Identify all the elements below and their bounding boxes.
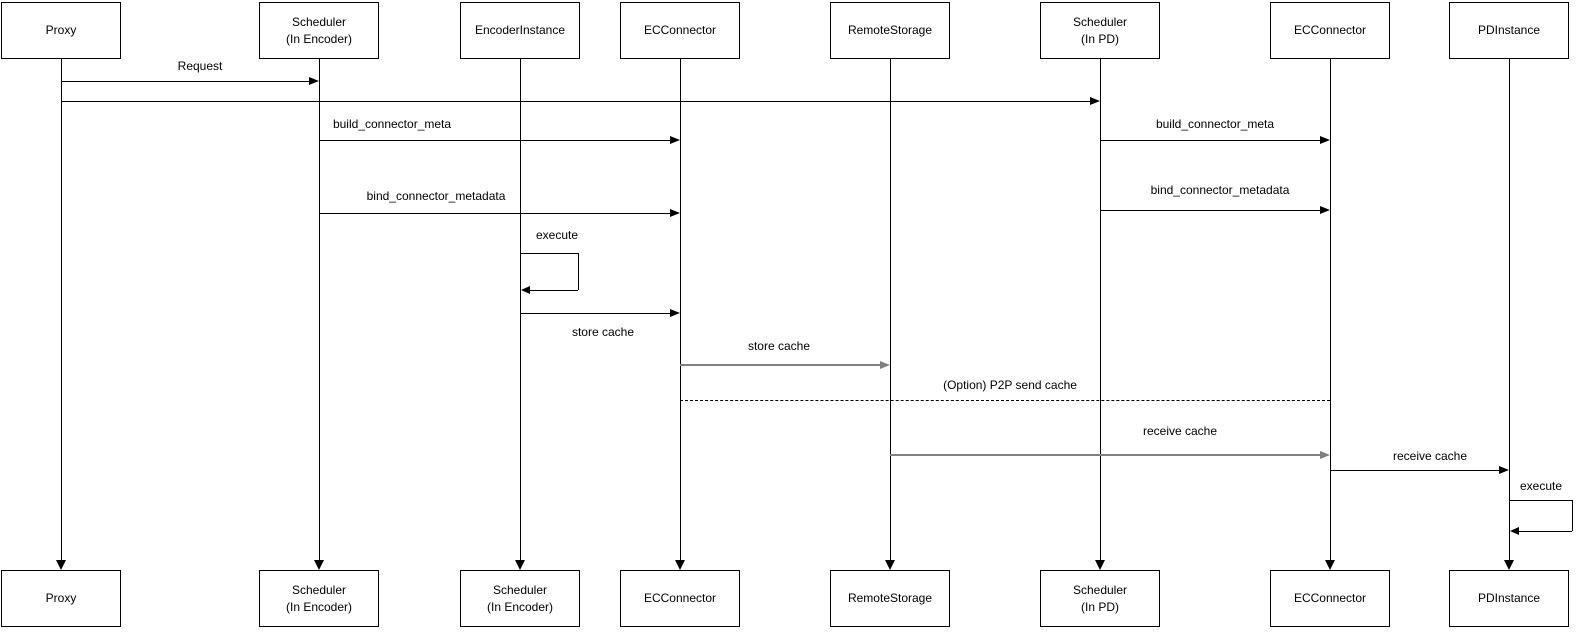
message-label-12: execute	[1517, 479, 1565, 493]
self-message-top-line	[1509, 500, 1572, 501]
message-arrowhead-8	[880, 361, 890, 369]
message-arrowhead-7	[670, 309, 680, 317]
message-arrowhead-1	[1090, 97, 1100, 105]
message-line-11	[1330, 470, 1500, 471]
lifeline-arrowhead-proxy	[56, 560, 66, 570]
lifeline-scheduler-in-encoder	[319, 59, 320, 560]
message-arrowhead-5	[1320, 206, 1330, 214]
actor-bottom-box-encoder-instance: Scheduler (In Encoder)	[460, 570, 580, 627]
message-line-2	[319, 140, 671, 141]
message-line-7	[520, 313, 671, 314]
actor-top-box-encoder-instance: EncoderInstance	[460, 2, 580, 59]
actor-top-box-ec-connector-pd: ECConnector	[1270, 2, 1390, 59]
self-message-right-line	[1572, 500, 1573, 531]
lifeline-arrowhead-ec-connector-encoder	[675, 560, 685, 570]
message-label-4: bind_connector_metadata	[364, 189, 508, 203]
actor-top-box-scheduler-in-encoder: Scheduler (In Encoder)	[259, 2, 379, 59]
lifeline-arrowhead-encoder-instance	[515, 560, 525, 570]
message-label-5: bind_connector_metadata	[1148, 183, 1292, 197]
actor-top-box-remote-storage: RemoteStorage	[830, 2, 950, 59]
message-arrowhead-2	[670, 136, 680, 144]
message-line-4	[319, 213, 671, 214]
lifeline-scheduler-in-pd	[1100, 59, 1101, 560]
self-message-bottom-line	[1518, 531, 1572, 532]
actor-bottom-box-ec-connector-encoder: ECConnector	[620, 570, 740, 627]
lifeline-ec-connector-pd	[1330, 59, 1331, 560]
message-line-8	[680, 364, 881, 366]
message-line-0	[61, 81, 310, 82]
lifeline-remote-storage	[890, 59, 891, 560]
message-arrowhead-3	[1320, 136, 1330, 144]
lifeline-arrowhead-scheduler-in-encoder	[314, 560, 324, 570]
message-label-0: Request	[175, 59, 225, 73]
actor-bottom-box-remote-storage: RemoteStorage	[830, 570, 950, 627]
lifeline-ec-connector-encoder	[680, 59, 681, 560]
lifeline-pd-instance	[1509, 59, 1510, 560]
actor-top-box-scheduler-in-pd: Scheduler (In PD)	[1040, 2, 1160, 59]
message-line-1	[61, 101, 1091, 102]
message-label-9: (Option) P2P send cache	[941, 378, 1079, 392]
actor-top-box-proxy: Proxy	[1, 2, 121, 59]
lifeline-arrowhead-scheduler-in-pd	[1095, 560, 1105, 570]
message-label-7: store cache	[569, 325, 637, 339]
actor-top-box-ec-connector-encoder: ECConnector	[620, 2, 740, 59]
self-message-top-line	[520, 253, 578, 254]
self-message-bottom-line	[529, 290, 578, 291]
message-line-3	[1100, 140, 1321, 141]
message-line-5	[1100, 210, 1321, 211]
message-line-10	[890, 454, 1321, 456]
lifeline-proxy	[61, 59, 62, 560]
message-label-11: receive cache	[1390, 449, 1470, 463]
actor-bottom-box-scheduler-in-encoder: Scheduler (In Encoder)	[259, 570, 379, 627]
message-arrowhead-0	[309, 77, 319, 85]
lifeline-arrowhead-pd-instance	[1504, 560, 1514, 570]
lifeline-arrowhead-remote-storage	[885, 560, 895, 570]
lifeline-arrowhead-ec-connector-pd	[1325, 560, 1335, 570]
message-line-9	[680, 400, 1330, 401]
message-label-8: store cache	[745, 339, 813, 353]
self-message-right-line	[578, 253, 579, 290]
message-arrowhead-4	[670, 209, 680, 217]
actor-top-box-pd-instance: PDInstance	[1449, 2, 1569, 59]
message-label-3: build_connector_meta	[1153, 117, 1277, 131]
actor-bottom-box-ec-connector-pd: ECConnector	[1270, 570, 1390, 627]
actor-bottom-box-scheduler-in-pd: Scheduler (In PD)	[1040, 570, 1160, 627]
self-message-arrowhead	[1510, 527, 1519, 535]
message-label-10: receive cache	[1140, 424, 1220, 438]
message-arrowhead-10	[1320, 451, 1330, 459]
message-label-2: build_connector_meta	[330, 117, 454, 131]
actor-bottom-box-pd-instance: PDInstance	[1449, 570, 1569, 627]
self-message-arrowhead	[521, 286, 530, 294]
actor-bottom-box-proxy: Proxy	[1, 570, 121, 627]
message-arrowhead-11	[1499, 466, 1509, 474]
message-label-6: execute	[533, 228, 581, 242]
lifeline-encoder-instance	[520, 59, 521, 560]
